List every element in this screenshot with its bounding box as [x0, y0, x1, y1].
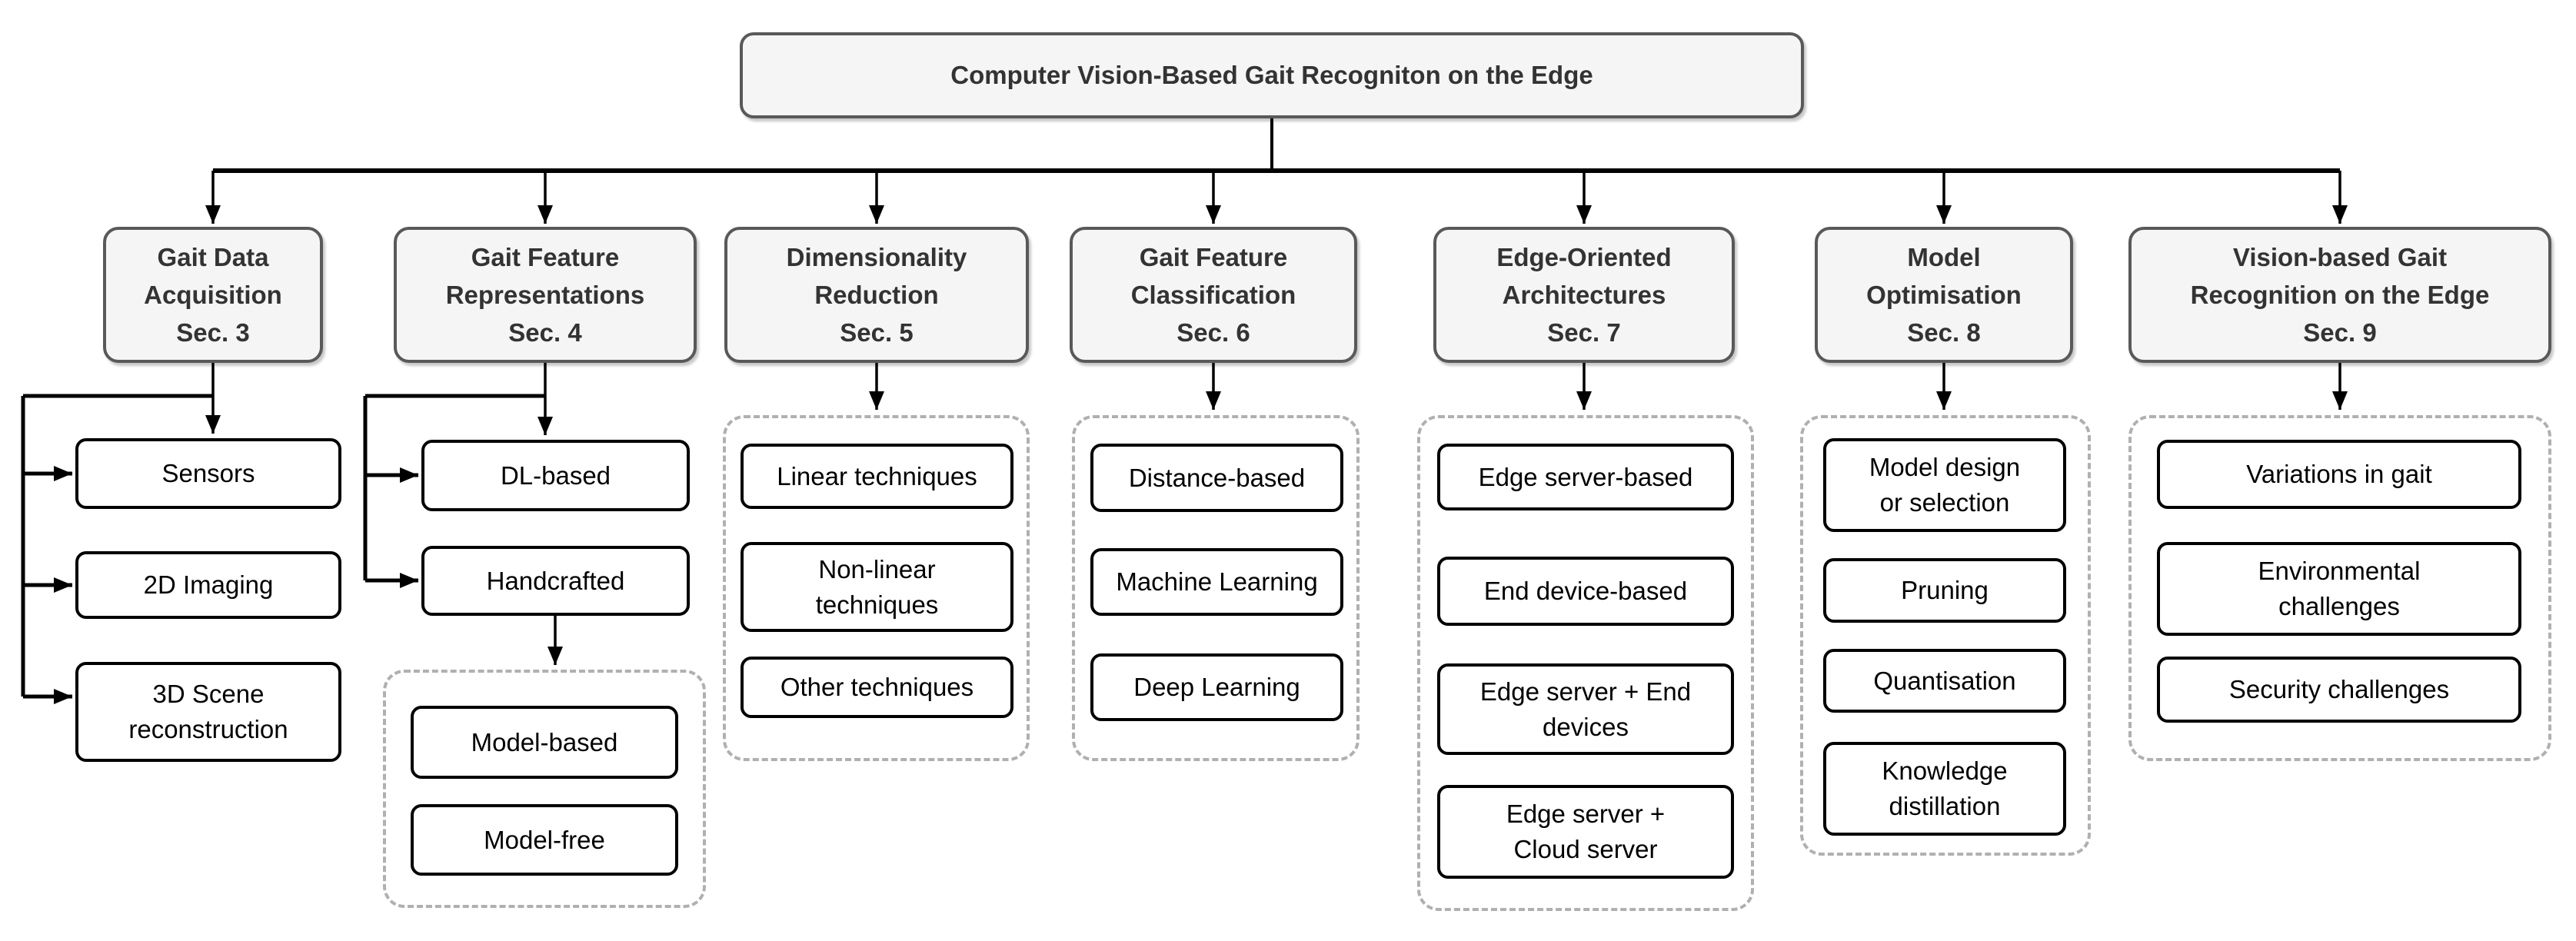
section-box-sec3: Gait Data Acquisition Sec. 3: [103, 227, 323, 363]
section-box-sec9: Vision-based Gait Recognition on the Edg…: [2128, 227, 2551, 363]
node-other-techniques: Other techniques: [741, 657, 1013, 718]
node-edge-server-end-devices: Edge server + End devices: [1437, 663, 1734, 755]
section-box-sec5: Dimensionality Reduction Sec. 5: [724, 227, 1029, 363]
node-linear-techniques: Linear techniques: [741, 444, 1013, 509]
section-box-sec7: Edge-Oriented Architectures Sec. 7: [1433, 227, 1735, 363]
group-dimensionality-reduction: [723, 415, 1030, 761]
node-deep-learning: Deep Learning: [1090, 653, 1343, 721]
node-sensors: Sensors: [75, 438, 341, 509]
node-dl-based: DL-based: [421, 440, 690, 511]
node-quantisation: Quantisation: [1823, 649, 2066, 713]
group-edge-architectures: [1417, 415, 1754, 911]
node-model-design-or-selection: Model design or selection: [1823, 438, 2066, 532]
node-security-challenges: Security challenges: [2157, 657, 2521, 723]
group-model-optimisation: [1800, 415, 2091, 856]
node-2d-imaging: 2D Imaging: [75, 551, 341, 619]
node-pruning: Pruning: [1823, 558, 2066, 623]
node-model-based: Model-based: [411, 706, 678, 779]
node-environmental-challenges: Environmental challenges: [2157, 542, 2521, 636]
node-knowledge-distillation: Knowledge distillation: [1823, 742, 2066, 836]
node-non-linear-techniques: Non-linear techniques: [741, 542, 1013, 632]
node-edge-server-based: Edge server-based: [1437, 444, 1734, 510]
node-model-free: Model-free: [411, 804, 678, 876]
group-handcrafted-types: [383, 670, 706, 908]
group-edge-gait-challenges: [2128, 415, 2551, 761]
node-machine-learning: Machine Learning: [1090, 548, 1343, 616]
group-gait-feature-classification: [1072, 415, 1360, 761]
node-variations-in-gait: Variations in gait: [2157, 440, 2521, 509]
node-handcrafted: Handcrafted: [421, 546, 690, 616]
node-end-device-based: End device-based: [1437, 557, 1734, 626]
section-box-sec6: Gait Feature Classification Sec. 6: [1070, 227, 1357, 363]
section-box-sec4: Gait Feature Representations Sec. 4: [394, 227, 697, 363]
node-edge-server-cloud-server: Edge server + Cloud server: [1437, 785, 1734, 879]
root-node: Computer Vision-Based Gait Recogniton on…: [740, 32, 1804, 118]
node-3d-scene-reconstruction: 3D Scene reconstruction: [75, 662, 341, 762]
node-distance-based: Distance-based: [1090, 444, 1343, 512]
section-box-sec8: Model Optimisation Sec. 8: [1815, 227, 2073, 363]
